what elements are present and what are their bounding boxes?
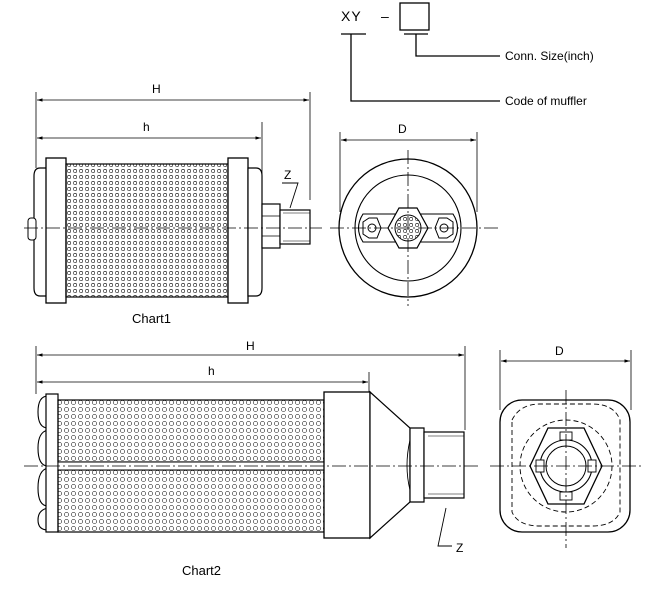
code-key: XY – Conn. Size(inch) Code of muffler <box>341 2 594 108</box>
code-size-box <box>399 2 430 31</box>
chart1-perforated-body <box>65 163 229 298</box>
chart2-perforated-tube-lower <box>57 469 325 533</box>
chart2-end-view: D <box>490 344 642 548</box>
chart1-side-view: H h Z Chart1 <box>24 82 322 326</box>
chart2-threaded-connector <box>423 431 465 499</box>
chart1-dim-h: h <box>143 120 150 134</box>
chart2-side-view: H h Z Chart2 <box>24 339 478 578</box>
chart2-dim-D: D <box>555 344 564 358</box>
conn-size-label: Conn. Size(inch) <box>505 49 594 63</box>
chart1-caption: Chart1 <box>132 311 171 326</box>
chart2-dim-h: h <box>208 364 215 378</box>
conn-leader <box>415 34 500 57</box>
chart2-perforated-tube-upper <box>57 399 325 463</box>
chart1-dim-Z: Z <box>284 168 291 182</box>
chart1-rear-cap <box>33 167 49 297</box>
chart1-right-flange <box>227 157 249 304</box>
chart1-left-flange <box>45 157 67 304</box>
chart1-end-view: D <box>330 122 500 306</box>
chart1-hex-nut <box>261 203 281 249</box>
chart2-housing <box>323 391 371 539</box>
code-dash: – <box>381 8 390 24</box>
chart1-dim-H: H <box>152 82 161 96</box>
chart2-caption: Chart2 <box>182 563 221 578</box>
code-prefix: XY <box>341 8 362 24</box>
code-leader <box>350 34 500 102</box>
chart2-dim-Z: Z <box>456 541 463 555</box>
chart1-threaded-connector <box>279 209 311 245</box>
chart2-cone <box>369 390 411 540</box>
code-of-muffler-label: Code of muffler <box>505 94 587 108</box>
chart1-dim-D: D <box>398 122 407 136</box>
chart2-dim-H: H <box>246 339 255 353</box>
chart2-hex-nut <box>409 427 425 503</box>
